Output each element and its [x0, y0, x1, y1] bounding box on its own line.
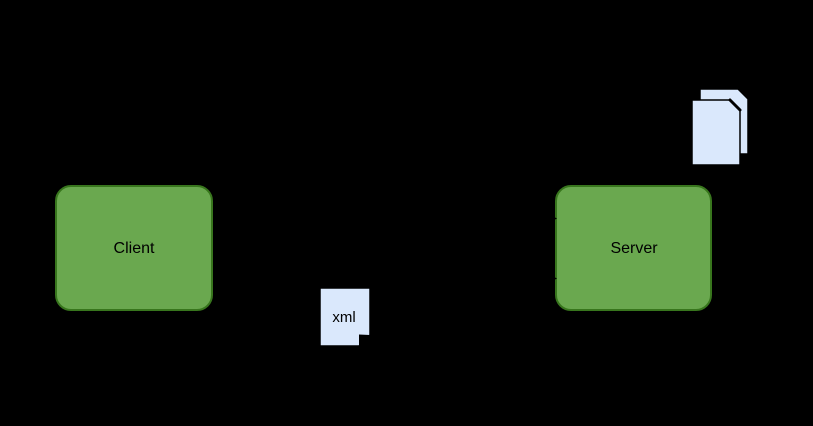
front-document-icon	[691, 99, 741, 166]
documents-stack-icon	[691, 88, 749, 166]
client-node: Client	[55, 185, 213, 311]
client-box	[55, 185, 213, 311]
arrowhead-top-icon	[548, 214, 557, 223]
xml-document-label: xml	[332, 309, 355, 326]
client-label: Client	[114, 240, 155, 257]
folded-corner-icon	[359, 334, 370, 346]
document-bevel-line	[728, 98, 742, 112]
arrowhead-bottom-icon	[548, 274, 557, 283]
server-box	[555, 185, 712, 311]
server-label: Server	[610, 240, 658, 257]
xml-document-node: xml	[319, 287, 371, 347]
server-node: Server	[555, 185, 712, 311]
